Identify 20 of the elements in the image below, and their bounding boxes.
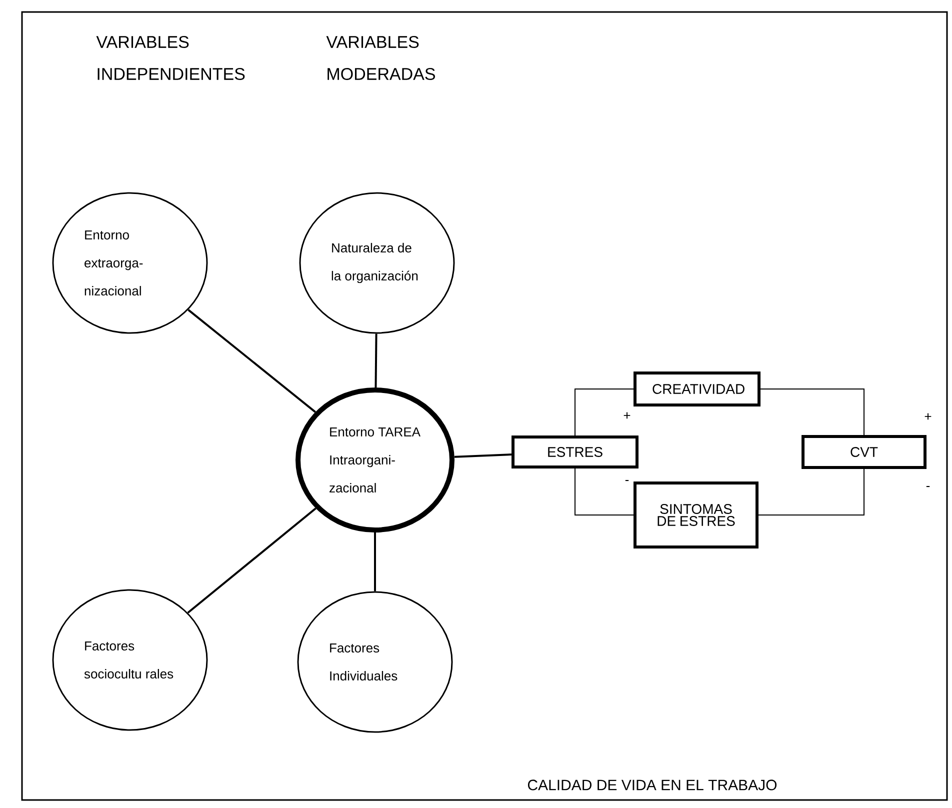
variable-box: SINTOMAS DE ESTRES <box>634 482 758 548</box>
variable-box: ESTRES <box>512 436 638 468</box>
sign-label: - <box>625 480 629 482</box>
connector-line <box>374 334 378 388</box>
sign-label: + <box>924 413 932 420</box>
connector-line <box>758 468 864 516</box>
sign-label: + <box>624 412 630 419</box>
caption-text: CALIDAD DE VIDA EN EL TRABAJO <box>528 780 777 790</box>
variable-box: CVT <box>802 435 927 469</box>
connector-line <box>188 309 316 413</box>
connector-line <box>374 532 376 592</box>
sign-label: - <box>926 486 930 488</box>
connector-line <box>574 468 634 516</box>
variable-box: CREATIVIDAD <box>634 372 761 406</box>
connector-line <box>187 508 316 614</box>
column-heading: VARIABLES MODERADAS <box>326 36 435 80</box>
connector-line <box>574 388 634 436</box>
connector-line <box>760 388 864 436</box>
connector-line <box>454 454 512 458</box>
column-heading: VARIABLES INDEPENDIENTES <box>96 36 245 80</box>
